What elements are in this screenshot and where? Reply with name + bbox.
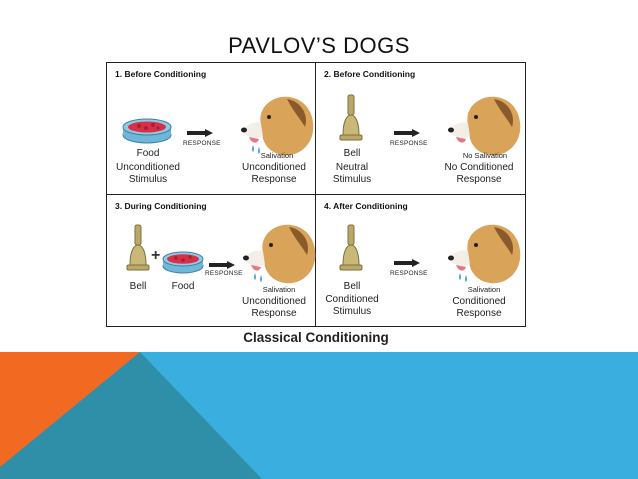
stimulus-type-line2: Stimulus <box>128 174 168 185</box>
arrow-icon <box>394 129 420 137</box>
response-type-line2: Response <box>456 308 502 319</box>
arrow-icon <box>394 259 420 267</box>
panel-title: 1. Before Conditioning <box>115 69 207 79</box>
panel-title: 2. Before Conditioning <box>324 69 416 79</box>
stimulus-name-food: Food <box>171 281 195 292</box>
dog-salivating-icon <box>243 224 316 284</box>
stimulus-name: Bell <box>343 281 361 292</box>
response-type-line2: Response <box>251 174 297 185</box>
stimulus-name-bell: Bell <box>129 281 147 292</box>
panel-title: 3. During Conditioning <box>115 201 207 211</box>
classical-conditioning-figure: 1. Before Conditioning RESPONSE Food Unc… <box>106 62 526 327</box>
response-name: Salivation <box>260 151 294 160</box>
plus-sign: + <box>151 247 161 264</box>
stimulus-name: Food <box>136 148 160 159</box>
stimulus-type-line1: Conditioned <box>325 294 379 305</box>
food-dish-icon <box>122 118 172 144</box>
slide-title: PAVLOV’S DOGS <box>228 33 410 58</box>
food-dish-icon <box>162 251 204 274</box>
panel-title: 4. After Conditioning <box>324 201 408 211</box>
stimulus-name: Bell <box>343 148 361 159</box>
panel-before-conditioning-food: 1. Before Conditioning RESPONSE Food Unc… <box>107 63 316 195</box>
panel-during-conditioning: 3. During Conditioning + RESPONSE Bell <box>107 195 316 327</box>
response-label: RESPONSE <box>390 270 428 277</box>
decorative-footer-banner <box>0 352 638 479</box>
response-type-line1: Unconditioned <box>242 162 306 173</box>
stimulus-type-line1: Unconditioned <box>116 162 180 173</box>
response-type-line1: No Conditioned <box>444 162 514 173</box>
arrow-icon <box>187 129 213 137</box>
stimulus-type-line1: Neutral <box>335 162 369 173</box>
panel-after-conditioning: 4. After Conditioning RESPONSE Bell Cond… <box>316 195 525 327</box>
response-type-line2: Response <box>251 308 297 319</box>
response-type-line1: Unconditioned <box>242 296 306 307</box>
stimulus-type-line2: Stimulus <box>332 174 372 185</box>
response-type-line2: Response <box>456 174 502 185</box>
dog-salivating-icon <box>448 224 521 284</box>
bell-icon <box>339 94 363 141</box>
arrow-icon <box>209 261 235 269</box>
bell-icon <box>339 224 363 271</box>
bell-icon <box>126 224 150 271</box>
dog-salivating-icon <box>241 96 314 156</box>
response-label: RESPONSE <box>205 270 243 277</box>
response-name: Salivation <box>262 285 296 294</box>
panel-before-conditioning-bell: 2. Before Conditioning RESPONSE Bell Neu… <box>316 63 525 195</box>
response-label: RESPONSE <box>390 140 428 147</box>
response-type-line1: Conditioned <box>452 296 506 307</box>
dog-icon <box>448 96 521 156</box>
figure-caption: Classical Conditioning <box>243 330 389 345</box>
response-label: RESPONSE <box>183 140 221 147</box>
response-name: No Salivation <box>462 151 508 160</box>
stimulus-type-line2: Stimulus <box>332 306 372 317</box>
response-name: Salivation <box>467 285 501 294</box>
